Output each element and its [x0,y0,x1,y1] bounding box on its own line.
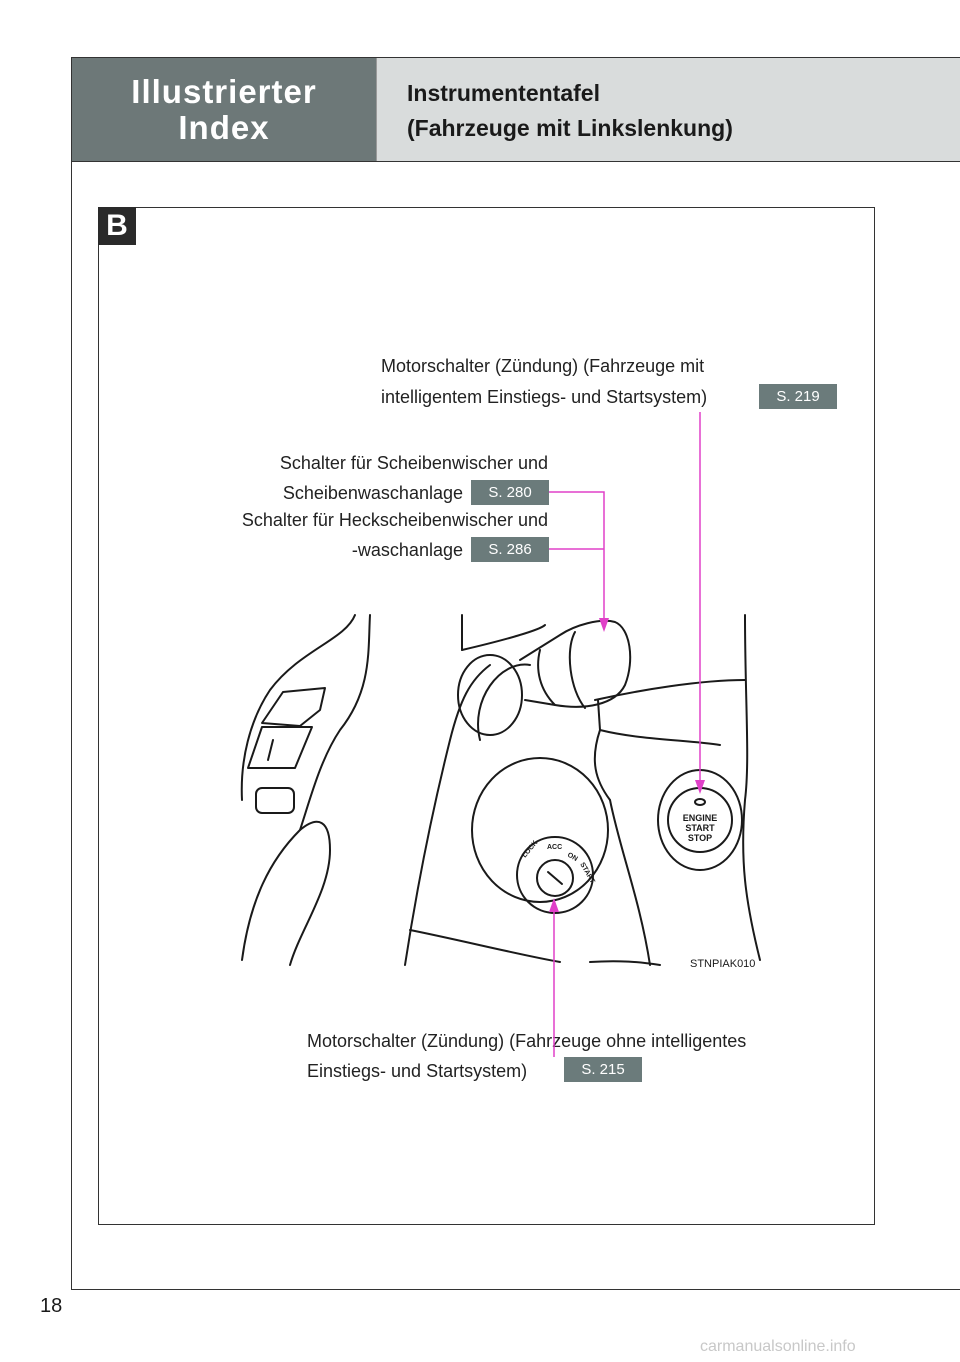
callout-engine-key-line1: Motorschalter (Zündung) (Fahrzeuge ohne … [307,1031,747,1051]
callout-rear-wiper-line2: -waschanlage [351,540,463,560]
ref-badge-engine-key[interactable]: S. 215 [564,1057,642,1082]
button-text-start: START [685,823,715,833]
ignition-key-ring [516,836,594,914]
leader-wiper [549,491,605,620]
section-title-line2: Index [178,108,270,146]
illustration-box [98,207,875,1225]
key-position-lock: LOCK [521,840,539,860]
page-number: 18 [40,1295,63,1317]
illustration-code: STNPIAK010 [690,958,755,970]
ignition-bezel-outer [471,757,609,903]
section-badge: B [98,207,136,245]
key-position-on: ON [566,852,579,863]
callout-engine-smart-line1: Motorschalter (Zündung) (Fahrzeuge mit [381,356,705,376]
callout-rear-wiper-line1: Schalter für Heckscheibenwischer und [241,510,548,530]
callout-engine-key-line2: Einstiegs- und Startsystem) [307,1061,528,1081]
topic-header: Instrumententafel (Fahrzeuge mit Linksle… [376,58,960,161]
callout-wiper-line2: Scheibenwaschanlage [282,483,463,503]
button-text-engine: ENGINE [683,813,718,823]
ref-badge-wiper[interactable]: S. 280 [471,480,549,505]
ignition-key-slot [536,859,574,897]
header-divider [72,161,960,162]
page-frame [71,57,960,1290]
callout-engine-smart-line2: intelligentem Einstiegs- und Startsystem… [381,387,708,407]
topic-title-line2: (Fahrzeuge mit Linkslenkung) [407,115,733,141]
door-lock-switch [255,787,295,814]
column-boss [457,654,523,736]
door-trim-line [240,614,356,801]
section-title-line1: Illustrierter [131,72,317,110]
button-text-stop: STOP [688,833,712,843]
wiper-stalk [519,619,632,708]
topic-title-line1: Instrumententafel [407,80,600,106]
ref-badge-engine-smart[interactable]: S. 219 [759,384,837,409]
key-position-acc: ACC [547,844,562,851]
ref-badge-rear-wiper[interactable]: S. 286 [471,537,549,562]
window-switch-lower [247,726,313,769]
watermark: carmanualsonline.info [700,1338,856,1355]
window-switch-upper [261,687,326,727]
callout-wiper-line1: Schalter für Scheibenwischer und [279,453,548,473]
section-header: Illustrierter Index [72,58,376,161]
